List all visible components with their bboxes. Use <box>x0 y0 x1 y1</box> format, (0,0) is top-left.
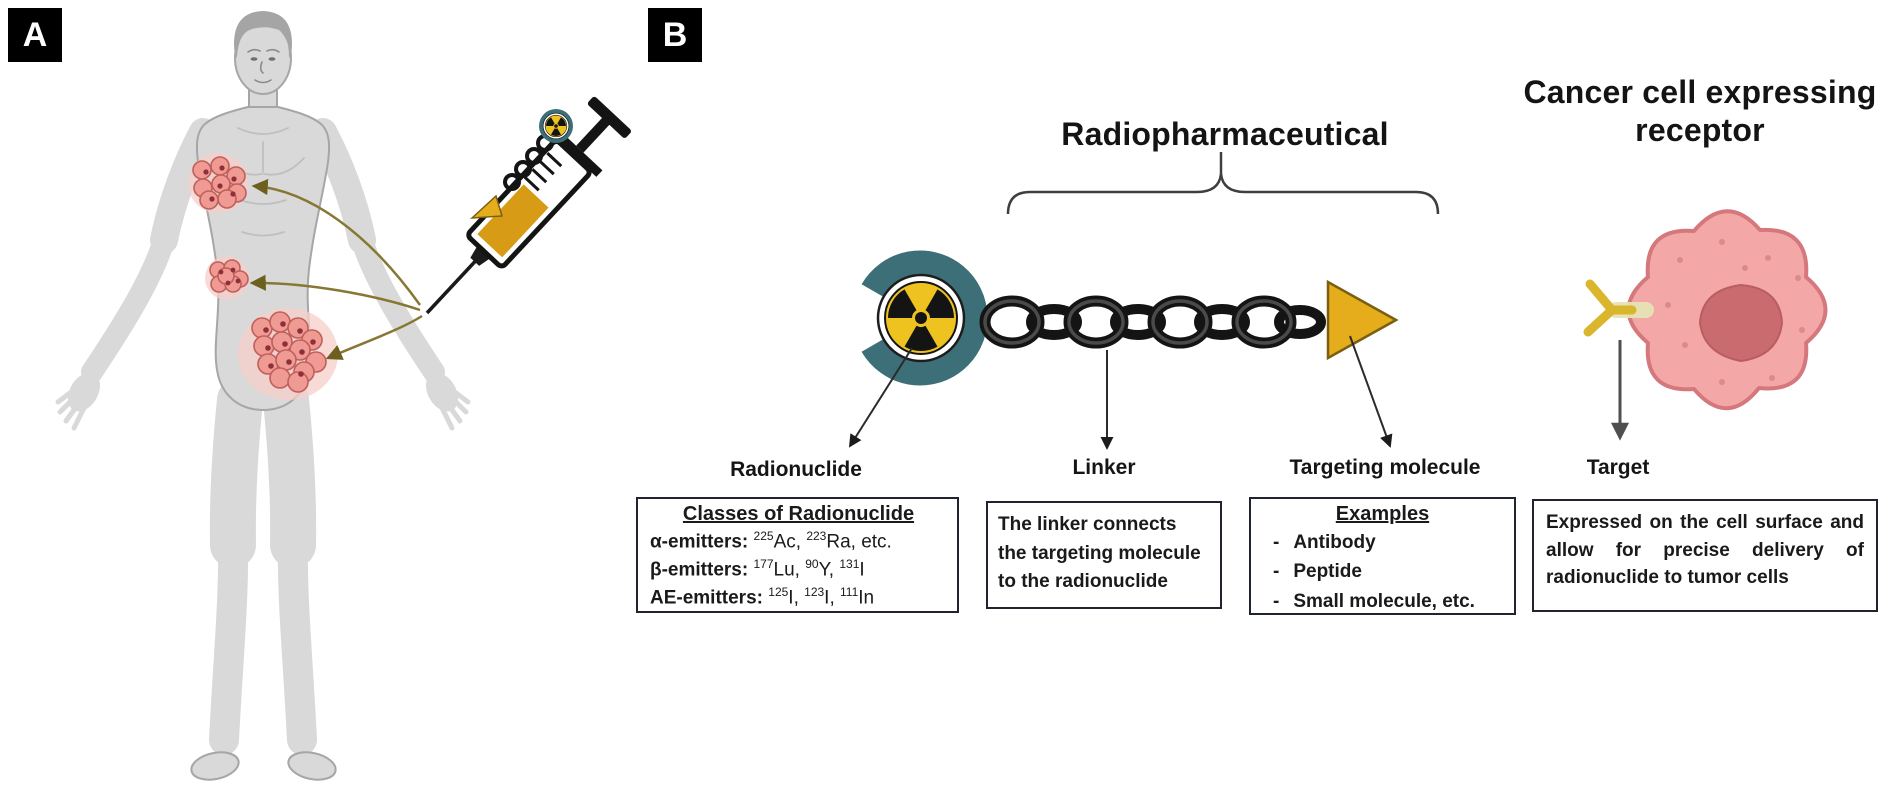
injection-arrows <box>249 178 423 360</box>
hair <box>234 11 292 58</box>
linker-info-box: The linker connects the targeting molecu… <box>986 501 1222 609</box>
tumor-chest <box>188 153 248 213</box>
panel-b-label: B <box>648 8 702 62</box>
left-foot <box>190 751 240 781</box>
tumor-abdomen <box>205 256 249 300</box>
radionuclide-label: Radionuclide <box>730 458 862 481</box>
alpha-emitters-label: α-emitters: <box>650 531 749 553</box>
radiopharmaceutical-mini-icon <box>469 109 573 219</box>
syringe-icon <box>425 96 631 315</box>
right-hand <box>425 372 459 412</box>
beta-emitters-row: β-emitters: 177Lu, 90Y, 131I <box>650 556 947 584</box>
targeting-leader-arrow <box>1349 335 1393 448</box>
isotope-mass: 123 <box>804 584 825 599</box>
ae-emitters-label: AE-emitters: <box>650 587 763 609</box>
ae-emitters-row: AE-emitters: 125I, 123I, 111In <box>650 584 947 612</box>
example-item: - Peptide <box>1259 557 1506 586</box>
example-text: Peptide <box>1293 561 1362 583</box>
isotope-mass: 225 <box>753 529 774 543</box>
cancer-cell-title-line2: receptor <box>1635 111 1765 148</box>
receptor-icon <box>1583 279 1637 337</box>
isotope-mass: 131 <box>839 556 860 571</box>
isotope-mass: 90 <box>805 556 819 571</box>
isotope-mass: 177 <box>753 556 774 571</box>
example-text: Antibody <box>1293 532 1376 553</box>
isotope-mass: 223 <box>806 529 827 543</box>
isotope-symbol: Ac, <box>773 531 807 553</box>
isotope-symbol: Lu, <box>773 559 806 581</box>
syringe-needle <box>425 257 479 315</box>
bullet-dash: - <box>1273 532 1280 553</box>
cell-speckles <box>1665 239 1805 385</box>
chain-linker-icon <box>979 295 1326 349</box>
patient-body-figure <box>55 11 471 781</box>
target-label: Target <box>1586 456 1650 479</box>
syringe-plunger-rod <box>576 116 611 153</box>
example-item: - Small molecule, etc. <box>1259 587 1506 616</box>
cancer-cell-title: Cancer cell expressing receptor <box>1510 74 1890 150</box>
examples-box-title: Examples <box>1335 503 1430 525</box>
isotope-symbol: I <box>859 559 865 581</box>
cell-nucleus <box>1698 283 1784 363</box>
cancer-cell-illustration <box>1583 209 1828 411</box>
chelator-ring <box>861 250 988 386</box>
linker-label: Linker <box>1072 456 1136 479</box>
isotope-mass: 111 <box>840 584 859 599</box>
radionuclide-box-title: Classes of Radionuclide <box>682 503 915 525</box>
right-fingers <box>435 381 471 431</box>
left-fingers <box>55 381 91 431</box>
radionuclide-leader-arrow <box>848 347 913 448</box>
bullet-dash: - <box>1273 561 1280 583</box>
isotope-symbol: I, <box>788 587 805 609</box>
syringe-liquid <box>477 184 549 258</box>
isotope-mass: 125 <box>768 584 789 599</box>
face-features <box>247 48 280 84</box>
example-text: Small molecule, etc. <box>1293 590 1475 612</box>
example-item: - Antibody <box>1259 528 1506 557</box>
right-foot <box>287 751 337 781</box>
targeting-molecule-info-box: Examples - Antibody - Peptide - Small mo… <box>1249 497 1516 615</box>
mini-chain <box>503 134 554 191</box>
syringe-graduations <box>523 152 563 192</box>
isotope-symbol: I, <box>824 587 841 609</box>
beta-emitters-label: β-emitters: <box>650 559 749 581</box>
mini-targeting-arrowhead <box>469 194 503 219</box>
panel-a-label: A <box>8 8 62 62</box>
body-legs <box>190 377 337 781</box>
alpha-emitters-row: α-emitters: 225Ac, 223Ra, etc. <box>650 528 947 556</box>
bullet-dash: - <box>1273 590 1280 612</box>
radiopharmaceutical-brace <box>1006 152 1440 215</box>
isotope-symbol: Y, <box>818 559 840 581</box>
radionuclide-info-box: Classes of Radionuclide α-emitters: 225A… <box>636 497 959 613</box>
targeting-molecule-label: Targeting molecule <box>1289 456 1481 479</box>
radionuclide-icon <box>861 250 988 386</box>
isotope-symbol: Ra, etc. <box>826 531 892 553</box>
isotope-symbol: In <box>858 587 875 609</box>
tumor-pelvis <box>238 308 338 400</box>
syringe-plunger-handle <box>587 96 631 138</box>
left-hand <box>67 372 101 412</box>
chain-highlight <box>983 299 1293 345</box>
target-info-box: Expressed on the cell surface and allow … <box>1532 499 1878 612</box>
cancer-cell-title-line1: Cancer cell expressing <box>1523 74 1877 110</box>
radiopharmaceutical-title: Radiopharmaceutical <box>1061 116 1389 152</box>
targeting-molecule-arrowhead-icon <box>1326 279 1399 361</box>
